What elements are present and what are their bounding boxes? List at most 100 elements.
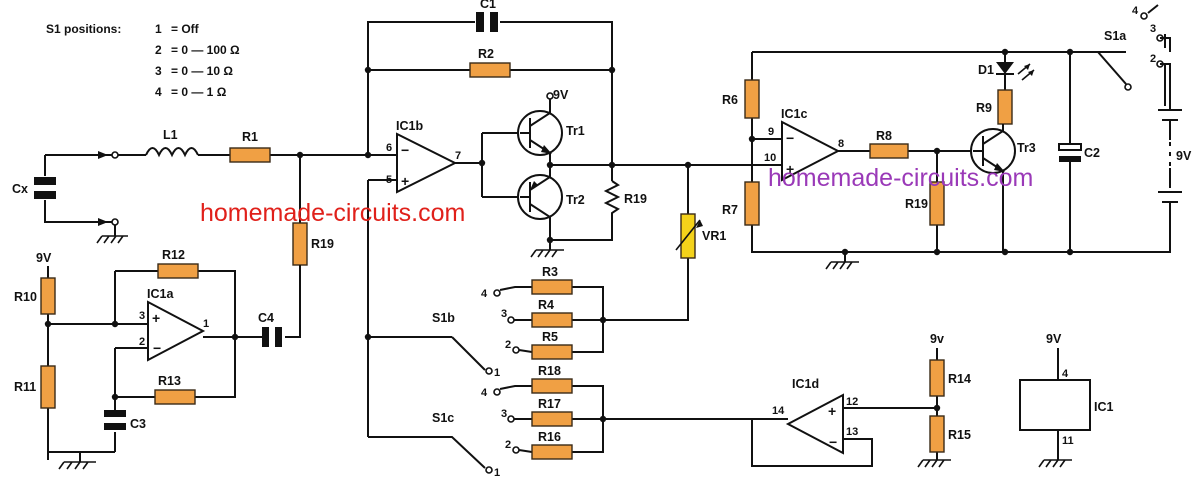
resistor-r19-left: R19 [292,222,334,266]
svg-text:+: + [152,310,160,326]
resistor-r14: R14 [929,359,971,397]
label-r8: R8 [876,129,892,143]
label-r15: R15 [948,428,971,442]
ic1c-section: R6 R7 − + IC1c 9 10 8 R8 R19 [688,48,1171,270]
legend-row-1-num: 1 [155,22,162,36]
label-r4: R4 [538,298,554,312]
label-r11: R11 [14,380,36,394]
pin-ic1a-2: 2 [139,336,145,348]
resistor-r1: R1 [229,130,271,163]
s1a-section: S1a 4 3 2 9V [1097,4,1192,205]
resistor-r11: R11 [14,365,56,409]
label-battery: 9V [1176,149,1192,163]
label-r19-left: R19 [311,237,334,251]
label-r18: R18 [538,364,561,378]
svg-text:−: − [401,142,409,158]
ic1-package: 9V 4 11 IC1 [1019,332,1114,468]
label-r6: R6 [722,93,738,107]
label-r2: R2 [478,47,494,61]
legend-row-3-value: = 0 — 10 Ω [171,64,233,78]
capacitor-cx: Cx [12,177,56,199]
label-l1: L1 [163,128,178,142]
potentiometer-vr1: VR1 [675,213,726,259]
label-r10: R10 [14,290,37,304]
label-r5: R5 [542,330,558,344]
resistor-r3: R3 [531,265,573,295]
capacitor-c3: C3 [104,410,146,431]
label-d1: D1 [978,63,994,77]
s1c-pos-3: 3 [501,408,507,420]
transistor-tr3: Tr3 [970,124,1036,252]
transistor-tr2: Tr2 [517,165,585,240]
label-ic1c: IC1c [781,107,807,121]
inductor-l1: L1 [145,128,199,158]
label-r20: R19 [905,197,928,211]
ic1-pin-11: 11 [1062,435,1074,447]
label-r16: R16 [538,430,561,444]
label-9v-tr1: 9V [553,88,569,102]
resistor-r12: R12 [157,248,199,279]
resistor-r4: R4 [531,298,573,328]
label-ic1a: IC1a [147,287,174,301]
label-r1: R1 [242,130,258,144]
s1c-pos-2: 2 [505,439,511,451]
opamp-ic1c: − + IC1c 9 10 8 [764,107,844,182]
legend-title: S1 positions: [46,22,121,36]
ic1b-section: C1 R2 − + IC1b 6 5 7 Tr1 9V [364,0,726,437]
label-ic1: IC1 [1094,400,1114,414]
s1b-pos-1: 1 [494,367,500,379]
resistor-r19-right: R19 [603,180,647,218]
ground-symbol [1038,459,1072,468]
resistor-r9: R9 [976,89,1013,125]
watermark-purple: homemade-circuits.com [768,164,1033,192]
battery-9v: 9V [1158,106,1192,205]
label-r3: R3 [542,265,558,279]
switch-position-legend: S1 positions: 1 = Off 2 = 0 — 100 Ω 3 = … [46,22,240,99]
s1a-pos-2: 2 [1150,53,1156,65]
label-9v-r10: 9V [36,251,52,265]
pin-ic1c-9: 9 [768,126,774,138]
capacitor-c2: C2 [1058,143,1100,162]
label-c1: C1 [480,0,496,11]
capacitor-c4: C4 [258,311,282,347]
s1b-pos-3: 3 [501,308,507,320]
s1a-pos-3: 3 [1150,23,1156,35]
svg-text:+: + [786,161,794,177]
resistor-r13: R13 [154,374,196,405]
svg-text:−: − [829,434,837,450]
s1b-pos-4: 4 [481,288,488,300]
watermark-red: homemade-circuits.com [200,199,465,227]
ic1a-section: 9V R10 R11 + − IC1a 3 2 1 R12 [14,248,282,470]
resistor-r15: R15 [929,415,971,453]
resistor-r16: R16 [531,430,573,460]
label-cx: Cx [12,182,28,196]
legend-row-1-value: = Off [171,22,200,36]
label-r12: R12 [162,248,185,262]
label-c2: C2 [1084,146,1100,160]
legend-row-2-value: = 0 — 100 Ω [171,43,240,57]
label-s1b: S1b [432,311,455,325]
resistor-r7: R7 [722,181,760,226]
s1c-pos-4: 4 [481,387,488,399]
label-ic1d: IC1d [792,377,819,391]
label-tr3: Tr3 [1017,141,1036,155]
ground-symbol [825,261,859,270]
resistor-r6: R6 [722,79,760,119]
s1c-pos-1: 1 [494,467,500,479]
opamp-ic1d: + − IC1d 12 13 14 [772,377,858,455]
pin-ic1d-14: 14 [772,405,785,417]
ground-symbol [96,235,128,244]
legend-row-4-num: 4 [155,85,162,99]
pin-ic1c-10: 10 [764,152,776,164]
capacitor-c1: C1 [476,0,498,32]
legend-row-4-value: = 0 — 1 Ω [171,85,227,99]
resistor-r18: R18 [531,364,573,394]
input-section: Cx L1 R1 R19 [12,128,372,338]
s1c-section: S1c 1 4 3 2 R18 R17 R16 [368,364,788,479]
ground-symbol [530,249,564,258]
label-r14: R14 [948,372,971,386]
s1a-pos-4: 4 [1132,5,1139,17]
label-c4: C4 [258,311,274,325]
opamp-ic1b: − + IC1b 6 5 7 [386,119,461,194]
label-r13: R13 [158,374,181,388]
